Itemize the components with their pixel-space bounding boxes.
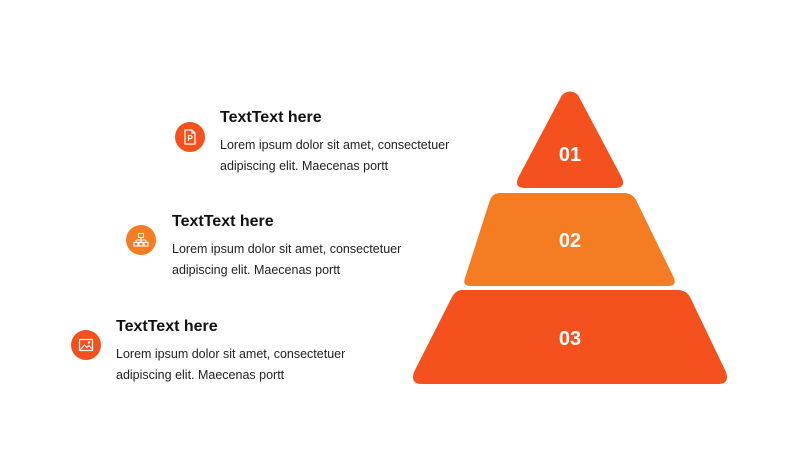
image-icon xyxy=(71,330,101,360)
item-title: TextText here xyxy=(116,318,218,335)
item-body-line: adipiscing elit. Maecenas portt xyxy=(172,263,341,277)
tier-1-label: 01 xyxy=(559,144,581,166)
item-body-line: adipiscing elit. Maecenas portt xyxy=(116,368,285,382)
tier-3-label: 03 xyxy=(559,328,581,350)
item-title: TextText here xyxy=(172,213,274,230)
pyramid-tier-1 xyxy=(516,91,624,188)
item-body-line: Lorem ipsum dolor sit amet, consectetuer xyxy=(116,347,346,361)
org-chart-icon xyxy=(126,225,156,255)
item-body-line: Lorem ipsum dolor sit amet, consectetuer xyxy=(172,242,402,256)
item-body: Lorem ipsum dolor sit amet, consectetuer… xyxy=(116,344,376,386)
pyramid-tier-3 xyxy=(413,290,727,384)
item-body-line: adipiscing elit. Maecenas portt xyxy=(220,159,389,173)
powerpoint-file-icon xyxy=(175,122,205,152)
item-body: Lorem ipsum dolor sit amet, consectetuer… xyxy=(172,239,432,281)
pyramid-tier-2 xyxy=(464,193,675,286)
tier-2-label: 02 xyxy=(559,230,581,252)
item-body: Lorem ipsum dolor sit amet, consectetuer… xyxy=(220,135,480,177)
item-body-line: Lorem ipsum dolor sit amet, consectetuer xyxy=(220,138,450,152)
item-title: TextText here xyxy=(220,109,322,126)
